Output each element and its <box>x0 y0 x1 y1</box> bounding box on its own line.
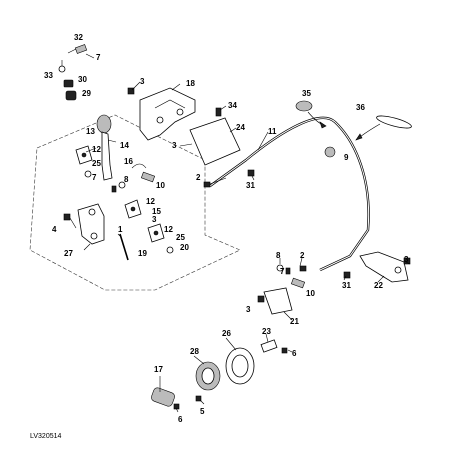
part-25-washer-upper <box>84 170 92 178</box>
callout-16: 16 <box>124 157 133 166</box>
callout-26: 26 <box>222 329 231 338</box>
callout-10-right: 10 <box>306 289 315 298</box>
part-28-housing <box>195 361 221 391</box>
part-31-nut-upper <box>247 169 255 177</box>
part-9-grommet <box>324 146 336 158</box>
part-36-sleeve <box>376 115 412 129</box>
callout-20: 20 <box>180 243 189 252</box>
part-10-connector-left <box>140 171 156 183</box>
callout-17: 17 <box>154 365 163 374</box>
callout-28: 28 <box>190 347 199 356</box>
part-10-connector-right <box>290 277 306 289</box>
callout-3-top: 3 <box>140 77 145 86</box>
part-14-lever <box>101 131 113 181</box>
part-24-plate <box>189 117 241 166</box>
part-3-bolt-right <box>403 257 411 265</box>
part-2-pin-upper <box>203 181 211 188</box>
callout-9: 9 <box>344 153 349 162</box>
callout-27: 27 <box>64 249 73 258</box>
callout-33: 33 <box>44 71 53 80</box>
callout-12-upper: 12 <box>92 145 101 154</box>
callout-13: 13 <box>86 127 95 136</box>
leader-lines <box>69 53 411 413</box>
callout-8-right: 8 <box>276 251 281 260</box>
callout-23: 23 <box>262 327 271 336</box>
part-31-nut-right <box>343 271 351 279</box>
callout-11: 11 <box>268 127 277 136</box>
callout-8-left: 8 <box>124 175 129 184</box>
part-30-nut <box>63 79 74 88</box>
part-13-knob <box>96 114 112 134</box>
callout-25-upper: 25 <box>92 159 101 168</box>
callout-3-right: 3 <box>404 255 409 264</box>
callout-6-right: 6 <box>292 349 297 358</box>
part-16-clip <box>131 163 147 169</box>
part-32-bolt <box>67 44 88 54</box>
callout-7-top: 7 <box>96 53 101 62</box>
callout-12-lower: 12 <box>164 225 173 234</box>
part-19-shaft <box>119 233 129 261</box>
part-8-pin-right <box>276 264 284 272</box>
callout-21: 21 <box>290 317 299 326</box>
callout-7-mid: 7 <box>92 173 97 182</box>
callout-31-right: 31 <box>342 281 351 290</box>
callout-3-left: 3 <box>152 215 157 224</box>
part-11-cable <box>209 116 370 272</box>
part-12-cam-mid <box>124 199 142 219</box>
part-27-bracket <box>77 203 105 245</box>
part-4-bolt <box>63 213 71 221</box>
figure-id: LV320514 <box>30 433 62 440</box>
callout-31-upper: 31 <box>246 181 255 190</box>
part-6-screw-bottom <box>173 403 180 410</box>
part-20-nut <box>166 246 174 254</box>
callout-7-right: 7 <box>280 267 285 276</box>
part-23-fitting <box>260 339 278 353</box>
part-29-nut <box>65 90 77 101</box>
part-33-washer <box>58 65 66 73</box>
part-3-bolt-lower <box>257 295 265 303</box>
assembly-boundary <box>29 114 241 291</box>
part-7-pin-left <box>111 185 117 193</box>
callout-4: 4 <box>52 225 57 234</box>
callout-6-bottom: 6 <box>178 415 183 424</box>
callout-14: 14 <box>120 141 129 150</box>
callout-32: 32 <box>74 33 83 42</box>
part-2-pin-lower <box>299 265 307 272</box>
part-5-screw <box>195 395 202 402</box>
part-7-pin-right <box>285 267 291 275</box>
part-17-cylinder <box>151 387 175 407</box>
callout-25-lower: 25 <box>176 233 185 242</box>
part-6-screw-right <box>281 347 288 354</box>
part-35-seal <box>295 100 313 112</box>
callout-36: 36 <box>356 103 365 112</box>
callout-5: 5 <box>200 407 205 416</box>
part-34-screw <box>215 107 222 117</box>
callout-10-left: 10 <box>156 181 165 190</box>
part-18-bracket <box>139 87 196 141</box>
part-3-bolt-top <box>127 87 135 95</box>
callout-18: 18 <box>186 79 195 88</box>
callout-2-lower: 2 <box>300 251 305 260</box>
callout-12-mid: 12 <box>146 197 155 206</box>
callout-30: 30 <box>78 75 87 84</box>
callout-24: 24 <box>236 123 245 132</box>
callout-19: 19 <box>138 249 147 258</box>
callout-22: 22 <box>374 281 383 290</box>
callout-34: 34 <box>228 101 237 110</box>
callout-2-upper: 2 <box>196 173 201 182</box>
callout-3-lower: 3 <box>246 305 251 314</box>
part-26-ring <box>225 347 255 385</box>
part-12-cam-lower <box>147 223 165 243</box>
callout-15: 15 <box>152 207 161 216</box>
callout-29: 29 <box>82 89 91 98</box>
part-12-cam-upper <box>75 145 93 165</box>
part-22-bracket <box>359 251 409 283</box>
callout-35: 35 <box>302 89 311 98</box>
part-21-lever <box>263 287 293 315</box>
callout-1: 1 <box>118 225 123 234</box>
callout-3-mid: 3 <box>172 141 177 150</box>
part-8-pin-left <box>118 181 126 189</box>
